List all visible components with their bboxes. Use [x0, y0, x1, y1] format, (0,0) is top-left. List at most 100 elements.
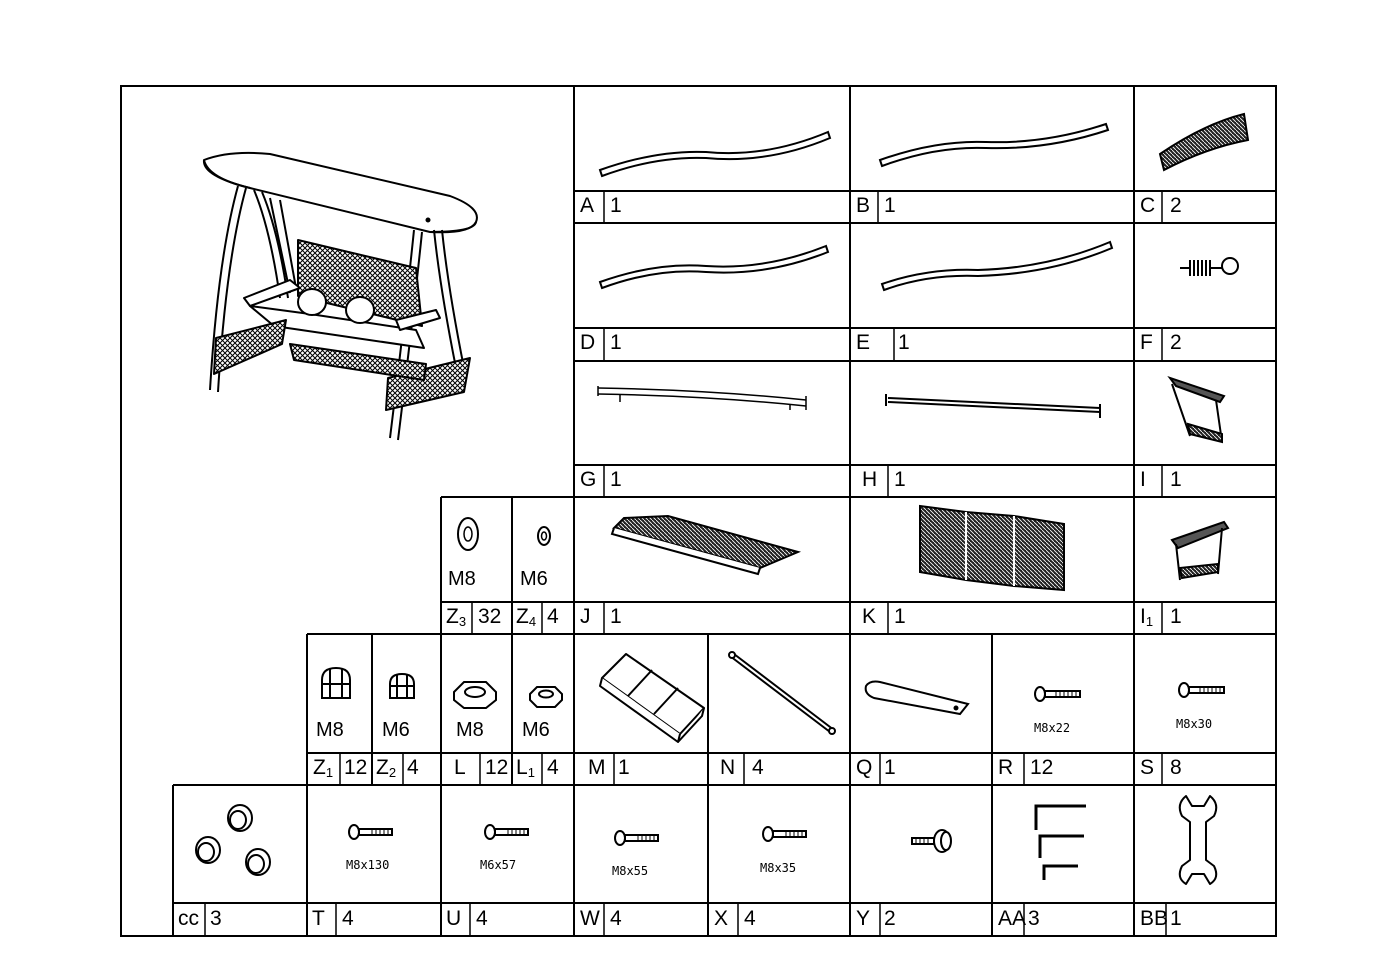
part-z1-letter: Z1	[313, 756, 334, 780]
part-f-spring-hook	[1180, 257, 1239, 276]
part-c-qty: 2	[1170, 194, 1182, 217]
part-e-tube	[880, 240, 1114, 292]
part-t-bolt	[348, 824, 393, 840]
part-h-letter: H	[862, 468, 878, 491]
part-bb-wrench	[1178, 795, 1218, 885]
part-cc-caps	[195, 804, 271, 876]
part-l-hex-nut	[453, 681, 497, 709]
part-z3-size: M8	[448, 568, 476, 590]
part-z3-qty: 32	[478, 605, 502, 628]
part-a-qty: 1	[610, 194, 622, 217]
part-b-tube	[878, 122, 1110, 168]
part-g-crossbar	[597, 386, 807, 410]
part-q-letter: Q	[856, 756, 873, 779]
part-z2-qty: 4	[407, 756, 419, 779]
part-d-letter: D	[580, 331, 596, 354]
part-r-size: M8x22	[1034, 721, 1071, 735]
part-i1-arm	[1170, 520, 1230, 581]
part-i1-qty: 1	[1170, 605, 1182, 628]
part-y-letter: Y	[856, 907, 871, 930]
part-j-qty: 1	[610, 605, 622, 628]
part-g-qty: 1	[610, 468, 622, 491]
part-z2-size: M6	[382, 719, 410, 741]
part-m-letter: M	[588, 756, 606, 779]
part-z2-cap-nut	[389, 672, 415, 699]
part-b-qty: 1	[884, 194, 896, 217]
part-x-size: M8x35	[760, 861, 797, 875]
part-h-bar	[885, 394, 1101, 418]
part-b-letter: B	[856, 194, 871, 217]
part-bb-qty: 1	[1170, 907, 1182, 930]
part-j-seat-frame	[610, 514, 802, 576]
part-j-letter: J	[580, 605, 591, 628]
part-y-qty: 2	[884, 907, 896, 930]
part-cc-qty: 3	[210, 907, 222, 930]
part-t-qty: 4	[342, 907, 354, 930]
part-q-armrest	[864, 680, 970, 716]
part-k-letter: K	[862, 605, 877, 628]
part-u-qty: 4	[476, 907, 488, 930]
part-m-cushion	[599, 653, 705, 743]
part-h-qty: 1	[894, 468, 906, 491]
part-a-tube	[598, 130, 832, 178]
part-i1-letter: I1	[1140, 605, 1154, 629]
part-z2-letter: Z2	[376, 756, 397, 780]
swing-assembled-illustration	[202, 151, 478, 441]
part-w-bolt	[614, 830, 659, 846]
part-l-size: M8	[456, 719, 484, 741]
part-m-qty: 1	[618, 756, 630, 779]
part-aa-letter: AA	[998, 907, 1027, 930]
part-cc-letter: cc	[178, 907, 199, 930]
part-aa-qty: 3	[1028, 907, 1040, 930]
part-x-letter: X	[714, 907, 729, 930]
part-k-qty: 1	[894, 605, 906, 628]
part-r-bolt	[1034, 686, 1081, 702]
part-z3-washer	[457, 517, 479, 551]
part-y-knob-bolt	[911, 829, 952, 853]
part-z1-qty: 12	[344, 756, 368, 779]
part-z4-washer	[537, 526, 551, 546]
part-w-qty: 4	[610, 907, 622, 930]
part-aa-hex-keys	[1034, 804, 1086, 880]
part-n-qty: 4	[752, 756, 764, 779]
part-s-bolt	[1178, 682, 1225, 698]
part-k-back-frame	[919, 504, 1065, 592]
part-r-qty: 12	[1030, 756, 1054, 779]
part-l1-letter: L1	[516, 756, 535, 780]
part-x-bolt	[762, 826, 807, 842]
part-l1-hex-nut	[529, 686, 563, 708]
part-c-letter: C	[1140, 194, 1156, 217]
part-u-letter: U	[446, 907, 462, 930]
part-t-letter: T	[312, 907, 325, 930]
part-i-arm	[1167, 376, 1226, 444]
part-f-letter: F	[1140, 331, 1153, 354]
part-i-qty: 1	[1170, 468, 1182, 491]
part-z4-letter: Z4	[516, 605, 537, 629]
part-x-qty: 4	[744, 907, 756, 930]
part-f-qty: 2	[1170, 331, 1182, 354]
part-l-letter: L	[454, 756, 466, 779]
part-u-bolt	[484, 824, 529, 840]
part-e-qty: 1	[898, 331, 910, 354]
part-w-letter: W	[580, 907, 600, 930]
part-s-qty: 8	[1170, 756, 1182, 779]
part-a-letter: A	[580, 194, 595, 217]
part-q-qty: 1	[884, 756, 896, 779]
part-l-qty: 12	[485, 756, 509, 779]
part-c-back-panel	[1158, 112, 1250, 172]
part-u-size: M6x57	[480, 858, 517, 872]
part-e-letter: E	[856, 331, 871, 354]
part-bb-letter: BB	[1140, 907, 1169, 930]
part-z4-size: M6	[520, 568, 548, 590]
part-l1-qty: 4	[547, 756, 559, 779]
part-l1-size: M6	[522, 719, 550, 741]
part-n-rod	[728, 651, 836, 735]
part-z1-size: M8	[316, 719, 344, 741]
part-g-letter: G	[580, 468, 597, 491]
part-n-letter: N	[720, 756, 736, 779]
part-t-size: M8x130	[346, 858, 390, 872]
part-s-letter: S	[1140, 756, 1155, 779]
part-z4-qty: 4	[547, 605, 559, 628]
